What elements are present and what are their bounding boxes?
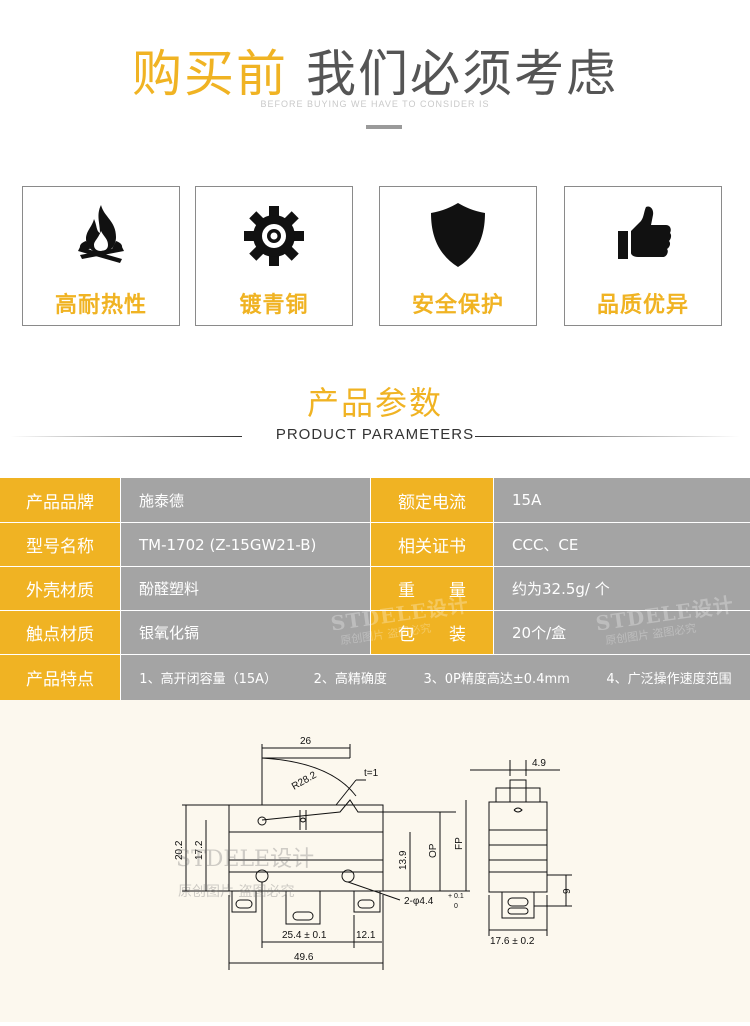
product-features: 1、高开闭容量（15A） 2、高精确度 3、0P精度高达±0.4mm 4、广泛操… (121, 655, 750, 700)
feature-item: 1、高开闭容量（15A） (139, 672, 278, 687)
params-table: 产品品牌 施泰德 额定电流 15A 型号名称 TM-1702 (Z-15GW21… (0, 478, 750, 700)
dim-202: 20.2 (174, 840, 185, 860)
dimension-drawing: 26 R28.2 t=1 20.2 17.2 13.9 OP FP 2-φ4.4… (0, 700, 750, 1022)
dim-496: 49.6 (294, 952, 314, 963)
dim-hole: 2-φ4.4 (404, 896, 434, 907)
feature-label: 高耐热性 (54, 293, 147, 318)
params-divider-left (10, 436, 242, 437)
dim-t1: t=1 (364, 768, 379, 779)
param-key: 外壳材质 (0, 567, 120, 610)
param-value: CCC、CE (494, 523, 750, 566)
param-key: 触点材质 (0, 611, 120, 654)
dim-r282: R28.2 (290, 770, 319, 793)
param-value: TM-1702 (Z-15GW21-B) (121, 523, 370, 566)
param-key: 重 量 (371, 567, 493, 610)
dim-172: 17.2 (194, 840, 205, 860)
feature-label: 安全保护 (411, 293, 504, 318)
param-key: 产品品牌 (0, 478, 120, 522)
title-rest: 我们必须考虑 (305, 45, 618, 103)
fire-icon (23, 201, 179, 271)
param-value: 酚醛塑料 (121, 567, 370, 610)
param-value: 约为32.5g/ 个 (494, 567, 750, 610)
feature-label: 镀青铜 (239, 293, 309, 318)
feature-label: 品质优异 (596, 293, 689, 318)
param-value: 15A (494, 478, 750, 522)
dim-9: 9 (562, 888, 573, 894)
param-key: 产品特点 (0, 655, 120, 700)
dim-121: 12.1 (356, 930, 376, 941)
thumbs-up-icon (565, 201, 721, 271)
params-divider-right (475, 436, 740, 437)
param-key: 包 装 (371, 611, 493, 654)
dim-fp: FP (454, 837, 465, 850)
dim-tol-zero: 0 (454, 903, 458, 910)
dim-26: 26 (300, 736, 312, 747)
param-key: 型号名称 (0, 523, 120, 566)
param-value: 银氧化镉 (121, 611, 370, 654)
params-subtitle: PRODUCT PARAMETERS (275, 426, 475, 443)
feature-card-copper: 镀青铜 (195, 186, 353, 326)
dim-49: 4.9 (532, 758, 546, 769)
param-value: 施泰德 (121, 478, 370, 522)
page-title: 购买前 我们必须考虑 (0, 42, 750, 106)
feature-card-safety: 安全保护 (379, 186, 537, 326)
watermark-tagline: 原创图片 盗图必究 (178, 884, 294, 900)
dim-176: 17.6 ± 0.2 (490, 936, 535, 947)
watermark-brand: STDELE设计 (176, 847, 314, 872)
feature-item: 4、广泛操作速度范围 (606, 672, 732, 687)
dim-254: 25.4 ± 0.1 (282, 930, 327, 941)
gear-icon (196, 201, 352, 271)
param-key: 相关证书 (371, 523, 493, 566)
title-divider (366, 125, 402, 129)
feature-card-heat: 高耐热性 (22, 186, 180, 326)
dim-139: 13.9 (398, 850, 409, 870)
feature-item: 2、高精确度 (313, 672, 387, 687)
feature-item: 3、0P精度高达±0.4mm (423, 672, 570, 687)
param-value: 20个/盒 (494, 611, 750, 654)
dim-tol-plus: + 0.1 (448, 893, 464, 900)
page-subtitle: BEFORE BUYING WE HAVE TO CONSIDER IS (260, 99, 490, 109)
params-title: 产品参数 (306, 384, 443, 422)
shield-icon (380, 201, 536, 271)
dim-op: OP (428, 843, 439, 858)
param-key: 额定电流 (371, 478, 493, 522)
feature-card-quality: 品质优异 (564, 186, 722, 326)
title-highlight: 购买前 (132, 45, 289, 103)
